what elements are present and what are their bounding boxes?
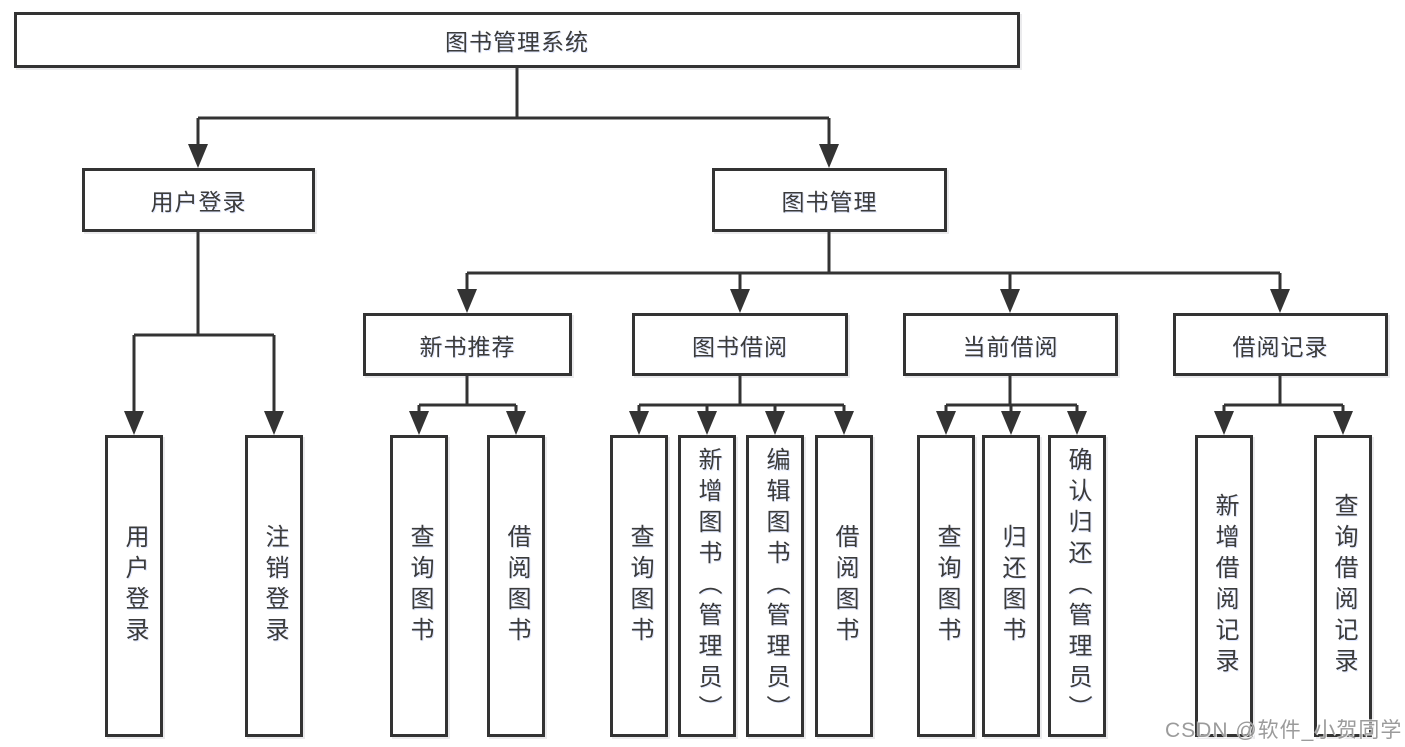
csdn-watermark: CSDN @软件_小贺同学: [1165, 719, 1403, 742]
leaf-query-borrow-record: 查询借阅记录: [1314, 435, 1372, 737]
node-book-management-label: 图书管理: [781, 189, 878, 215]
leaf-query-books-1-label: 查询图书: [406, 524, 433, 648]
node-current-borrow-label: 当前借阅: [962, 333, 1059, 360]
node-root: 图书管理系统: [14, 12, 1020, 68]
leaf-add-book-admin: 新增图书（管理员）: [678, 435, 736, 737]
leaf-add-borrow-record: 新增借阅记录: [1195, 435, 1253, 737]
node-new-book-recommend: 新书推荐: [363, 313, 572, 376]
leaf-query-books-2-label: 查询图书: [626, 524, 653, 648]
node-root-label: 图书管理系统: [445, 29, 589, 55]
leaf-user-login: 用户登录: [105, 435, 163, 737]
node-new-book-recommend-label: 新书推荐: [419, 333, 516, 360]
node-user-login-label: 用户登录: [150, 189, 247, 215]
connector-root: [188, 68, 839, 168]
leaf-logout: 注销登录: [245, 435, 303, 737]
leaf-query-books-3: 查询图书: [917, 435, 975, 737]
connector-borrow-records: [1214, 376, 1353, 435]
connector-user-login: [124, 232, 284, 435]
leaf-confirm-return-admin: 确认归还（管理员）: [1048, 435, 1106, 737]
connector-book-management: [457, 232, 1290, 313]
leaf-borrow-books-2: 借阅图书: [815, 435, 873, 737]
leaf-add-borrow-record-label: 新增借阅记录: [1211, 493, 1238, 679]
leaf-edit-book-admin: 编辑图书（管理员）: [746, 435, 804, 737]
leaf-add-book-admin-label: 新增图书（管理员）: [694, 446, 721, 726]
connector-book-borrow: [629, 376, 854, 435]
leaf-confirm-return-admin-label: 确认归还（管理员）: [1064, 446, 1091, 726]
node-book-borrow-label: 图书借阅: [692, 333, 788, 360]
leaf-borrow-books-2-label: 借阅图书: [831, 524, 858, 648]
leaf-return-books: 归还图书: [982, 435, 1040, 737]
leaf-logout-label: 注销登录: [261, 524, 288, 648]
leaf-edit-book-admin-label: 编辑图书（管理员）: [762, 446, 789, 726]
leaf-return-books-label: 归还图书: [998, 524, 1025, 648]
node-borrow-records: 借阅记录: [1173, 313, 1388, 376]
leaf-user-login-label: 用户登录: [121, 524, 148, 648]
leaf-borrow-books-1: 借阅图书: [487, 435, 545, 737]
leaf-query-books-2: 查询图书: [610, 435, 668, 737]
node-borrow-records-label: 借阅记录: [1232, 333, 1329, 360]
leaf-query-books-1: 查询图书: [390, 435, 448, 737]
leaf-query-borrow-record-label: 查询借阅记录: [1330, 493, 1357, 679]
node-book-borrow: 图书借阅: [632, 313, 848, 376]
node-current-borrow: 当前借阅: [903, 313, 1118, 376]
leaf-borrow-books-1-label: 借阅图书: [503, 524, 530, 648]
node-book-management: 图书管理: [712, 168, 947, 232]
connector-new-book-recommend: [409, 376, 526, 435]
leaf-query-books-3-label: 查询图书: [933, 524, 960, 648]
node-user-login: 用户登录: [82, 168, 315, 232]
connector-current-borrow: [936, 376, 1087, 435]
